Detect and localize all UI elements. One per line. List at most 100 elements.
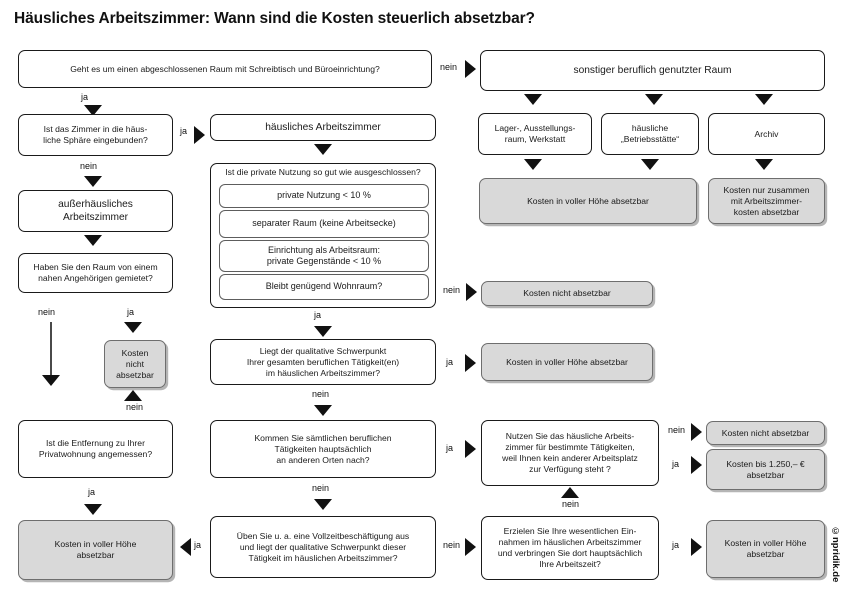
outcome-kosten-nur-zusammen-mit-arbeitszimmerkosten[interactable]: Kosten nur zusammen mit Arbeitszimmer- k…	[708, 178, 825, 224]
page-title: Häusliches Arbeitszimmer: Wann sind die …	[14, 10, 535, 27]
edge-label-no-group: nein	[443, 285, 461, 295]
node-label: Kommen Sie sämtlichen beruflichen Tätigk…	[254, 432, 392, 465]
node-question-andere-orte[interactable]: Kommen Sie sämtlichen beruflichen Tätigk…	[210, 420, 436, 478]
node-question-abgeschlossener-raum[interactable]: Geht es um einen abgeschlossenen Raum mi…	[18, 50, 432, 88]
outcome-kosten-nicht-absetzbar-left[interactable]: Kosten nicht absetzbar	[104, 340, 166, 388]
node-label: private Nutzung < 10 %	[277, 190, 371, 201]
node-label: Kosten nicht absetzbar	[523, 288, 611, 298]
node-label: sonstiger beruflich genutzter Raum	[573, 64, 732, 76]
arrow-down-to-lager	[524, 94, 542, 105]
outcome-kosten-nicht-absetzbar-mid[interactable]: Kosten nicht absetzbar	[481, 281, 653, 306]
node-label: Ist die Entfernung zu Ihrer Privatwohnun…	[38, 438, 153, 459]
arrow-down-ausserhaeuslich-to-gemietet	[84, 235, 102, 246]
node-question-kein-anderer-arbeitsplatz[interactable]: Nutzen Sie das häusliche Arbeits- zimmer…	[481, 420, 659, 486]
arrow-up-entfernung-no-to-nicht-absetzbar	[124, 390, 142, 401]
arrow-right-schwerpunkt-to-outcome	[465, 354, 476, 372]
node-sonstiger-beruflich-genutzter-raum[interactable]: sonstiger beruflich genutzter Raum	[480, 50, 825, 91]
arrow-down-group-to-schwerpunkt	[314, 326, 332, 337]
edge-label-yes-sphaere: ja	[180, 126, 188, 136]
subnode-separater-raum[interactable]: separater Raum (keine Arbeitsecke)	[219, 210, 429, 238]
node-label: Geht es um einen abgeschlossenen Raum mi…	[70, 63, 380, 74]
node-question-vollzeitbeschaeftigung[interactable]: Üben Sie u. a. eine Vollzeitbeschäftigun…	[210, 516, 436, 578]
node-archiv[interactable]: Archiv	[708, 113, 825, 155]
edge-label-yes-start: ja	[81, 92, 89, 102]
arrow-down-andere-orte-to-vollzeit	[314, 499, 332, 510]
node-label: außerhäusliches Arbeitszimmer	[58, 198, 133, 223]
node-label: Haben Sie den Raum von einem nahen Angeh…	[33, 262, 158, 283]
outcome-kosten-in-voller-hoehe-absetzbar-mid[interactable]: Kosten in voller Höhe absetzbar	[481, 343, 653, 381]
node-label: Üben Sie u. a. eine Vollzeitbeschäftigun…	[236, 530, 410, 563]
node-label: Liegt der qualitative Schwerpunkt Ihrer …	[246, 345, 400, 378]
edge-label-no-sphaere: nein	[80, 161, 98, 171]
node-label: Nutzen Sie das häusliche Arbeits- zimmer…	[502, 431, 638, 474]
outcome-kosten-in-voller-hoehe-absetzbar-left-bottom[interactable]: Kosten in voller Höhe absetzbar	[18, 520, 173, 580]
arrow-down-schwerpunkt-to-andere-orte	[314, 405, 332, 416]
node-question-wesentliche-einnahmen[interactable]: Erzielen Sie Ihre wesentlichen Ein- nahm…	[481, 516, 659, 580]
node-label: Kosten nur zusammen mit Arbeitszimmer- k…	[723, 184, 810, 217]
subnode-private-nutzung-unter-10[interactable]: private Nutzung < 10 %	[219, 184, 429, 208]
node-label: häusliches Arbeitszimmer	[265, 121, 381, 133]
arrow-right-vollzeit-to-einnahmen	[465, 538, 476, 556]
node-label: separater Raum (keine Arbeitsecke)	[252, 218, 396, 229]
node-label: Lager-, Ausstellungs- raum, Werkstatt	[494, 123, 576, 144]
node-question-von-angehoerigen-gemietet[interactable]: Haben Sie den Raum von einem nahen Angeh…	[18, 253, 173, 293]
arrow-right-kein-arbeitsplatz-no	[691, 423, 702, 441]
arrow-down-haeusliches-az-to-group	[314, 144, 332, 155]
outcome-kosten-in-voller-hoehe-absetzbar-right-bottom[interactable]: Kosten in voller Höhe absetzbar	[706, 520, 825, 578]
node-label: Archiv	[754, 128, 779, 139]
node-haeusliche-betriebsstaette[interactable]: häusliche „Betriebsstätte“	[601, 113, 699, 155]
arrow-down-lager-to-outcome	[524, 159, 542, 170]
node-label: häusliche „Betriebsstätte“	[620, 123, 680, 144]
node-lager-ausstellungsraum-werkstatt[interactable]: Lager-, Ausstellungs- raum, Werkstatt	[478, 113, 592, 155]
subnode-bleibt-genuegend-wohnraum[interactable]: Bleibt genügend Wohnraum?	[219, 274, 429, 300]
arrow-right-start-to-other-room	[465, 60, 476, 78]
node-label: Kosten nicht absetzbar	[721, 427, 810, 438]
node-label: Kosten nicht absetzbar	[116, 347, 154, 380]
arrow-down-no-gemietet-to-entfernung	[42, 375, 60, 386]
group-heading: Ist die private Nutzung so gut wie ausge…	[225, 167, 421, 177]
node-haeusliches-arbeitszimmer[interactable]: häusliches Arbeitszimmer	[210, 114, 436, 141]
edge-label-no-entfernung: nein	[126, 402, 144, 412]
edge-label-no-gemietet: nein	[38, 307, 56, 317]
outcome-kosten-in-voller-hoehe-absetzbar-top[interactable]: Kosten in voller Höhe absetzbar	[479, 178, 697, 224]
node-label: Kosten in voller Höhe absetzbar	[54, 539, 137, 560]
edge-label-yes-entfernung: ja	[88, 487, 96, 497]
edge-label-yes-schwerpunkt: ja	[446, 357, 454, 367]
node-label: Kosten in voller Höhe absetzbar	[506, 356, 628, 367]
node-ausserhaeusliches-arbeitszimmer[interactable]: außerhäusliches Arbeitszimmer	[18, 190, 173, 232]
arrow-down-to-betriebsstaette	[645, 94, 663, 105]
edge-label-yes-gemietet: ja	[127, 307, 135, 317]
arrow-right-einnahmen-to-outcome	[691, 538, 702, 556]
arrow-down-betriebsstaette-to-outcome	[641, 159, 659, 170]
edge-label-no-schwerpunkt: nein	[312, 389, 330, 399]
arrow-down-archiv-to-outcome	[755, 159, 773, 170]
edge-label-no-vollzeit: nein	[443, 540, 461, 550]
copyright-watermark: ©npridik.de	[830, 525, 841, 582]
arrow-down-yes-gemietet-to-nicht-absetzbar	[124, 322, 142, 333]
arrow-down-to-archiv	[755, 94, 773, 105]
node-label: Bleibt genügend Wohnraum?	[265, 281, 383, 292]
node-label: Kosten in voller Höhe absetzbar	[724, 538, 807, 559]
arrow-right-sphaere-to-haeusliches-az	[194, 126, 205, 144]
arrow-left-vollzeit-to-outcome	[180, 538, 191, 556]
edge-label-yes-einnahmen: ja	[672, 540, 680, 550]
arrow-down-start-to-sphaere	[84, 105, 102, 116]
edge-label-yes-kein-arbeitsplatz: ja	[672, 459, 680, 469]
edge-label-no-einnahmen: nein	[562, 499, 580, 509]
outcome-kosten-bis-1250-euro-absetzbar[interactable]: Kosten bis 1.250,– € absetzbar	[706, 449, 825, 490]
arrow-right-andere-orte-to-kein-arbeitsplatz	[465, 440, 476, 458]
node-label: Kosten bis 1.250,– € absetzbar	[726, 458, 805, 480]
outcome-kosten-nicht-absetzbar-right[interactable]: Kosten nicht absetzbar	[706, 421, 825, 445]
edge-label-yes-group: ja	[314, 310, 322, 320]
node-question-qualitativer-schwerpunkt[interactable]: Liegt der qualitative Schwerpunkt Ihrer …	[210, 339, 436, 385]
subnode-einrichtung-als-arbeitsraum[interactable]: Einrichtung als Arbeitsraum: private Geg…	[219, 240, 429, 272]
edge-line-no-gemietet	[50, 322, 52, 378]
node-label: Erzielen Sie Ihre wesentlichen Ein- nahm…	[497, 526, 643, 569]
node-question-haeusliche-sphaere[interactable]: Ist das Zimmer in die häus- liche Sphäre…	[18, 114, 173, 156]
node-question-entfernung-privatwohnung[interactable]: Ist die Entfernung zu Ihrer Privatwohnun…	[18, 420, 173, 478]
node-label: Einrichtung als Arbeitsraum: private Geg…	[266, 244, 382, 266]
edge-label-no-kein-arbeitsplatz: nein	[668, 425, 686, 435]
arrow-right-group-to-nicht-absetzbar	[466, 283, 477, 301]
arrow-right-kein-arbeitsplatz-yes	[691, 456, 702, 474]
